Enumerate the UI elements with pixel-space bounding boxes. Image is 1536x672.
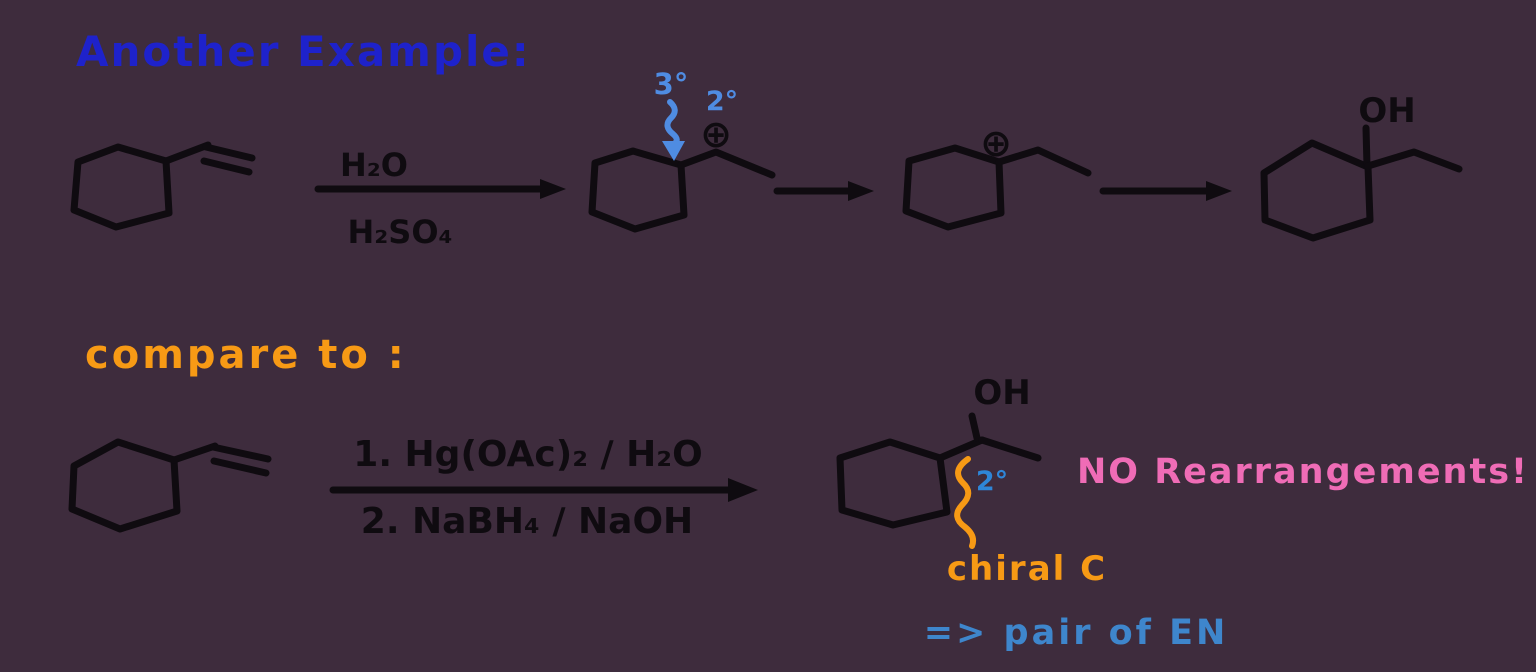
step-2-reagents: 2. NaBH₄ / NaOH bbox=[361, 501, 693, 542]
secondary-degree-label: 2° bbox=[706, 86, 738, 117]
reagent-above-arrow: H₂O bbox=[340, 146, 408, 184]
squiggle-arrow-icon bbox=[664, 99, 680, 147]
methyl-bond bbox=[978, 436, 1042, 462]
vinyl-bond bbox=[162, 141, 212, 165]
section-title-compare-to: compare to : bbox=[85, 332, 407, 378]
tertiary-carbocation-structure: ⊕ bbox=[902, 121, 1092, 231]
section-compare-to: compare to : 1. Hg(OAc)₂ / H₂O 2. NaBH₄ … bbox=[68, 332, 1529, 653]
vinyl-double-bond bbox=[200, 143, 256, 176]
reaction-arrow-3 bbox=[1099, 181, 1232, 201]
hydroxyl-bond bbox=[968, 412, 981, 442]
vinylcyclohexane-structure-bottom bbox=[68, 438, 272, 533]
section-another-example: Another Example: H₂O H₂SO₄ ⊕ 3° 2° bbox=[70, 27, 1463, 251]
reaction-arrow-2 bbox=[773, 181, 874, 201]
arrow-head-icon bbox=[1206, 181, 1232, 201]
cyclohexane-ring bbox=[1260, 139, 1374, 242]
bond-to-carbinol-carbon bbox=[936, 436, 986, 462]
vinyl-bond bbox=[170, 442, 219, 464]
plus-charge-icon: ⊕ bbox=[700, 112, 732, 156]
cyclohexane-ring bbox=[70, 143, 173, 231]
cyclohexylethanol-product-structure: OH 2° bbox=[836, 373, 1042, 549]
squiggle-arrow-head-icon bbox=[662, 141, 685, 161]
tertiary-degree-label: 3° bbox=[654, 67, 689, 101]
no-rearrangements-note: NO Rearrangements! bbox=[1077, 452, 1529, 492]
oxymercuration-arrow: 1. Hg(OAc)₂ / H₂O 2. NaBH₄ / NaOH bbox=[329, 434, 758, 542]
ethyl-chain bbox=[677, 148, 776, 179]
cyclohexane-ring bbox=[588, 147, 688, 233]
cyclohexane-ring bbox=[68, 438, 181, 533]
ethyl-chain bbox=[1364, 148, 1463, 173]
arrow-head-icon bbox=[848, 181, 874, 201]
vinylcyclohexane-structure-top bbox=[70, 141, 256, 231]
secondary-carbocation-structure: ⊕ 3° 2° bbox=[588, 67, 776, 233]
pair-of-enantiomers-label: => pair of EN bbox=[924, 613, 1229, 653]
cyclohexane-ring bbox=[836, 438, 951, 529]
arrow-head-icon bbox=[540, 179, 566, 199]
hydroxyl-label: OH bbox=[973, 373, 1030, 413]
reaction-arrow-1: H₂O H₂SO₄ bbox=[314, 146, 566, 251]
arrow-head-icon bbox=[728, 478, 758, 502]
plus-charge-icon: ⊕ bbox=[980, 121, 1012, 165]
reagent-below-arrow: H₂SO₄ bbox=[347, 213, 452, 251]
hydroxyl-label: OH bbox=[1358, 91, 1415, 131]
step-1-reagents: 1. Hg(OAc)₂ / H₂O bbox=[353, 434, 702, 475]
secondary-degree-label: 2° bbox=[976, 466, 1008, 497]
ethylcyclohexanol-product-structure: OH bbox=[1260, 91, 1463, 242]
ethyl-chain bbox=[995, 146, 1092, 177]
hydroxyl-bond bbox=[1362, 124, 1371, 170]
vinyl-double-bond bbox=[209, 443, 272, 477]
section-title-another-example: Another Example: bbox=[76, 27, 531, 76]
chiral-squiggle-pointer-icon bbox=[954, 456, 977, 549]
chiral-carbon-label: chiral C bbox=[947, 549, 1107, 589]
